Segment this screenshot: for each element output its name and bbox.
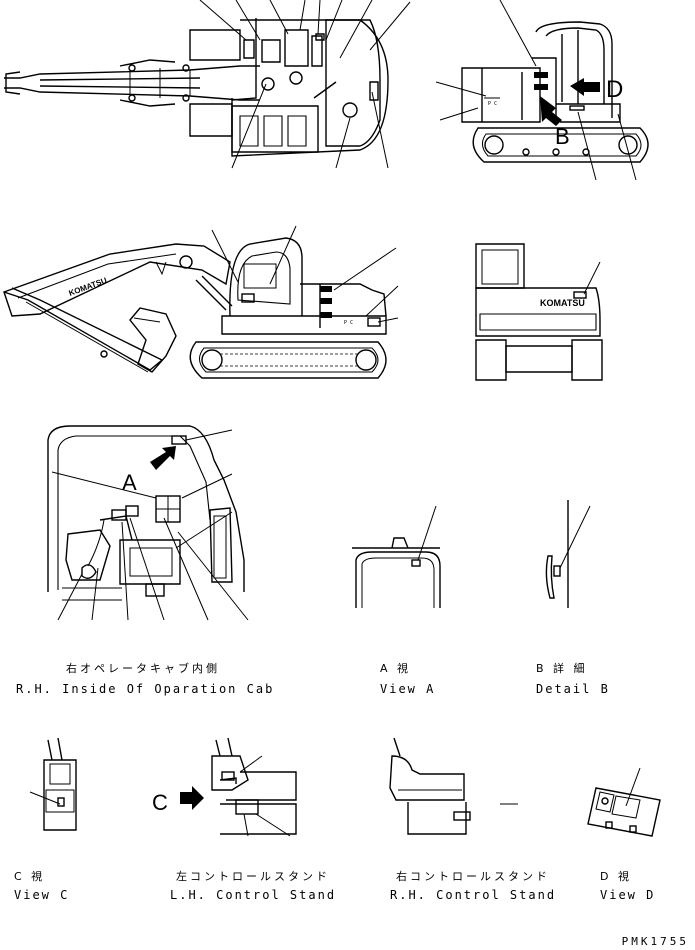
view-a-diagram [352, 505, 441, 608]
caption-view-a-jp: A 視 [380, 662, 412, 675]
side-view-machine-lh: KOMATSU P C [3, 225, 399, 379]
side-view-machine-rh: P C [435, 0, 649, 181]
caption-view-a-en: View A [380, 682, 436, 696]
rh-control-stand-diagram [389, 737, 518, 835]
caption-view-d-en: View D [600, 888, 656, 902]
view-c-diagram [29, 737, 77, 831]
drawing-code: PMK1755 [621, 935, 689, 948]
svg-text:P C: P C [344, 320, 353, 326]
caption-detail-b-en: Detail B [536, 682, 610, 696]
label-d-side: D [606, 76, 623, 103]
caption-rh-stand-en: R.H. Control Stand [390, 888, 557, 902]
top-view-machine [4, 0, 411, 169]
svg-text:KOMATSU: KOMATSU [540, 298, 585, 308]
view-d-diagram [587, 767, 661, 837]
caption-rh-cab-jp: 右オペレータキャブ内側 [66, 662, 220, 675]
caption-view-c-jp: C 視 [14, 870, 46, 883]
inside-cab-rh [47, 425, 249, 621]
caption-detail-b-jp: B 詳 細 [536, 662, 588, 675]
label-c-stand: C [152, 790, 168, 815]
svg-text:KOMATSU: KOMATSU [68, 276, 109, 298]
svg-text:P C: P C [488, 101, 497, 107]
lh-control-stand-diagram [180, 737, 297, 837]
caption-view-c-en: View C [14, 888, 70, 902]
caption-lh-stand-en: L.H. Control Stand [170, 888, 337, 902]
rear-view-machine: KOMATSU [475, 243, 603, 381]
caption-rh-stand-jp: 右コントロールスタンド [396, 870, 550, 883]
label-b-side: B [555, 124, 570, 149]
label-a-cab: A [122, 470, 137, 495]
caption-rh-cab-en: R.H. Inside Of Oparation Cab [16, 682, 275, 696]
caption-lh-stand-jp: 左コントロールスタンド [176, 870, 330, 883]
caption-view-d-jp: D 視 [600, 870, 632, 883]
detail-b-diagram [545, 500, 591, 608]
